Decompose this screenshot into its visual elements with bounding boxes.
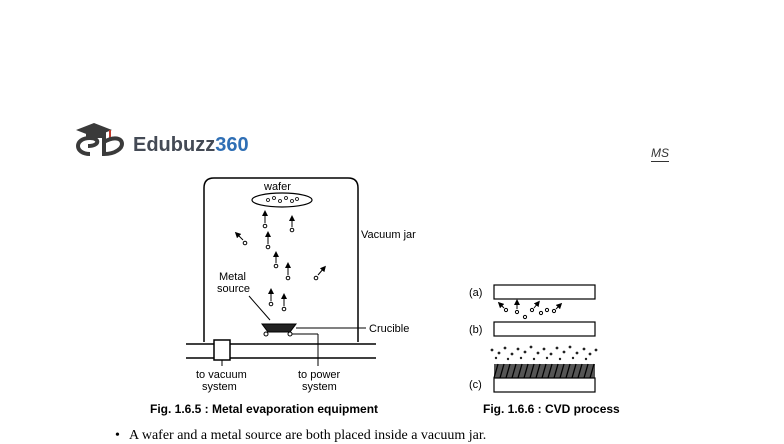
deposited-layer xyxy=(493,363,595,379)
to-vacuum-label-2: system xyxy=(202,381,237,393)
to-power-label-2: system xyxy=(302,381,337,393)
brand-name-text: Edubuzz xyxy=(133,134,216,156)
evaporated-atoms xyxy=(234,210,326,312)
step-a-wafer xyxy=(493,284,596,300)
step-c-label: (c) xyxy=(469,379,482,391)
crucible-label: Crucible xyxy=(369,323,409,335)
figure-caption-right: Fig. 1.6.6 : CVD process xyxy=(483,402,620,416)
bullet-dot-icon: • xyxy=(115,428,120,443)
brand-name: Edubuzz360 xyxy=(133,134,249,157)
step-b-label: (b) xyxy=(469,324,482,336)
figure-caption-left: Fig. 1.6.5 : Metal evaporation equipment xyxy=(150,402,379,416)
deposited-particles xyxy=(490,345,598,361)
eb-mark-icon xyxy=(76,130,125,157)
edubuzz-logo[interactable] xyxy=(70,120,270,160)
metal-label: Metal xyxy=(219,271,246,283)
header-tag: MS xyxy=(651,146,669,162)
step-a-label: (a) xyxy=(469,287,482,299)
evaporation-diagram: wafer Vacuum jar Metal source Crucible t… xyxy=(186,177,416,393)
step-b-wafer xyxy=(493,321,596,337)
brand-number-text: 360 xyxy=(215,134,249,156)
crucible-shape xyxy=(261,323,297,333)
valve-box xyxy=(213,339,231,361)
to-power-label: to power xyxy=(298,369,341,381)
to-vacuum-label: to vacuum xyxy=(196,369,247,381)
step-c-wafer xyxy=(493,377,596,393)
bullet-item: • A wafer and a metal source are both pla… xyxy=(115,428,486,444)
vacuum-jar-outline xyxy=(203,177,359,342)
gas-molecules xyxy=(497,299,563,320)
cvd-diagram: (a) (b) (c) xyxy=(469,284,598,393)
wafer-shape xyxy=(251,192,313,208)
wafer-label: wafer xyxy=(263,181,291,193)
bullet-text: A wafer and a metal source are both plac… xyxy=(129,428,487,443)
source-label: source xyxy=(217,283,250,295)
vacuum-jar-label: Vacuum jar xyxy=(361,229,416,241)
